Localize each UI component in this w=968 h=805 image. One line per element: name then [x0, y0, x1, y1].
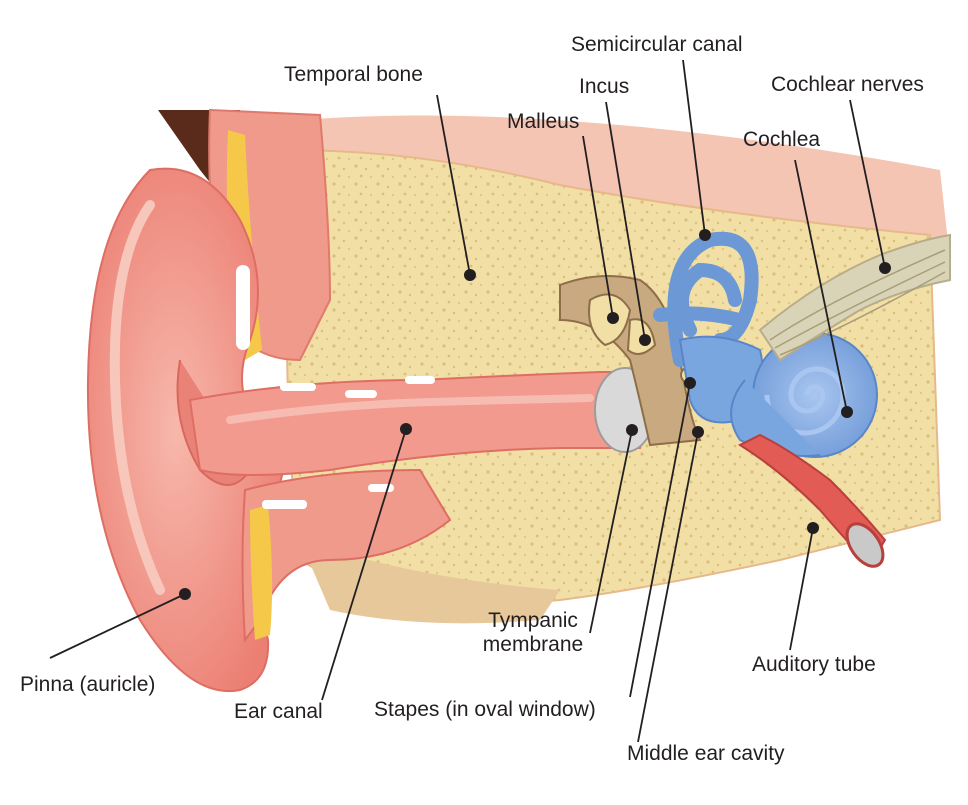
- label-middle-ear-cavity: Middle ear cavity: [627, 742, 785, 765]
- label-auditory-tube: Auditory tube: [752, 653, 876, 676]
- label-cochlea: Cochlea: [743, 128, 821, 151]
- label-tympanic-membrane-line1: Tympanic: [488, 609, 578, 632]
- ear-canal-highlight: [226, 394, 594, 424]
- auditory-tube-opening: [845, 522, 885, 568]
- lower-canal-tissue: [241, 468, 452, 643]
- cochlear-nerve-bundle: [758, 233, 951, 362]
- nerve-fibers: [769, 249, 946, 356]
- leader-dots: [179, 229, 891, 600]
- label-cochlear-nerves: Cochlear nerves: [771, 73, 924, 96]
- label-incus: Incus: [579, 75, 630, 98]
- label-temporal-bone: Temporal bone: [284, 63, 423, 86]
- lower-fat: [250, 505, 273, 640]
- label-malleus: Malleus: [507, 110, 580, 133]
- label-stapes: Stapes (in oval window): [374, 698, 596, 721]
- label-tympanic-membrane: Tympanic membrane: [470, 609, 596, 656]
- leader-lines: [49, 59, 886, 743]
- semicircular-canals: [653, 231, 759, 367]
- label-tympanic-membrane-line2: membrane: [482, 632, 584, 656]
- cochlea-spiral: [764, 366, 846, 436]
- label-ear-canal: Ear canal: [234, 700, 323, 723]
- label-pinna: Pinna (auricle): [20, 673, 156, 696]
- label-semicircular-canal: Semicircular canal: [571, 33, 743, 56]
- cartilage-streaks: [236, 265, 435, 509]
- pinna-inner-fold: [109, 200, 165, 595]
